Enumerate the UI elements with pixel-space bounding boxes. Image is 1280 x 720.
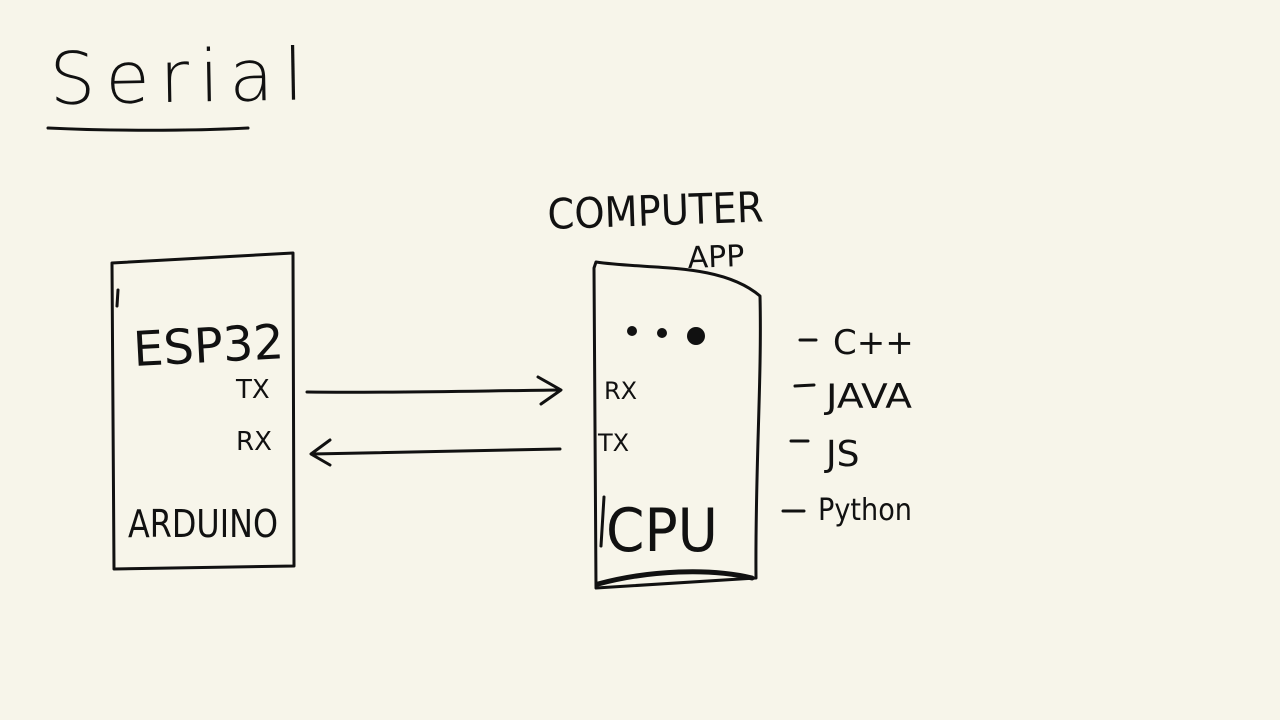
computer-box-outline bbox=[592, 260, 762, 590]
status-dot-3 bbox=[687, 327, 705, 345]
esp32-rx-label: RX bbox=[236, 427, 272, 457]
tx-to-rx-link bbox=[305, 375, 563, 406]
return-arrow-line bbox=[310, 447, 562, 456]
language-list: C++ JAVA JS Python bbox=[781, 323, 914, 528]
tx-to-rx-arrowhead bbox=[536, 375, 563, 406]
tx-to-rx-arrow-line bbox=[305, 388, 562, 394]
computer-device: RX TX CPU bbox=[592, 260, 762, 590]
esp32-device: ESP32 TX RX ARDUINO bbox=[110, 251, 296, 571]
language-item: C++ bbox=[833, 323, 914, 363]
return-arrowhead bbox=[309, 438, 332, 467]
language-item: Python bbox=[818, 493, 912, 528]
esp32-footer-label: ARDUINO bbox=[128, 502, 278, 546]
computer-heading-label: COMPUTER bbox=[547, 182, 765, 239]
title-underline bbox=[46, 126, 250, 132]
language-item: JS bbox=[824, 434, 859, 475]
computer-cpu-label: CPU bbox=[606, 496, 718, 566]
status-dot-1 bbox=[627, 326, 637, 336]
page-title: Serial bbox=[49, 32, 314, 121]
cpu-mark bbox=[599, 495, 606, 548]
computer-rx-label: RX bbox=[604, 377, 637, 405]
language-dash-2 bbox=[793, 383, 816, 388]
esp32-tx-label: TX bbox=[235, 375, 270, 405]
esp32-box-outline bbox=[110, 251, 296, 571]
language-item: JAVA bbox=[824, 377, 912, 417]
computer-tx-label: TX bbox=[597, 429, 629, 457]
computer-base-line bbox=[595, 569, 755, 587]
esp32-name-label: ESP32 bbox=[132, 314, 286, 378]
status-dot-2 bbox=[657, 328, 667, 338]
tx-to-rx-return-link bbox=[309, 438, 562, 467]
